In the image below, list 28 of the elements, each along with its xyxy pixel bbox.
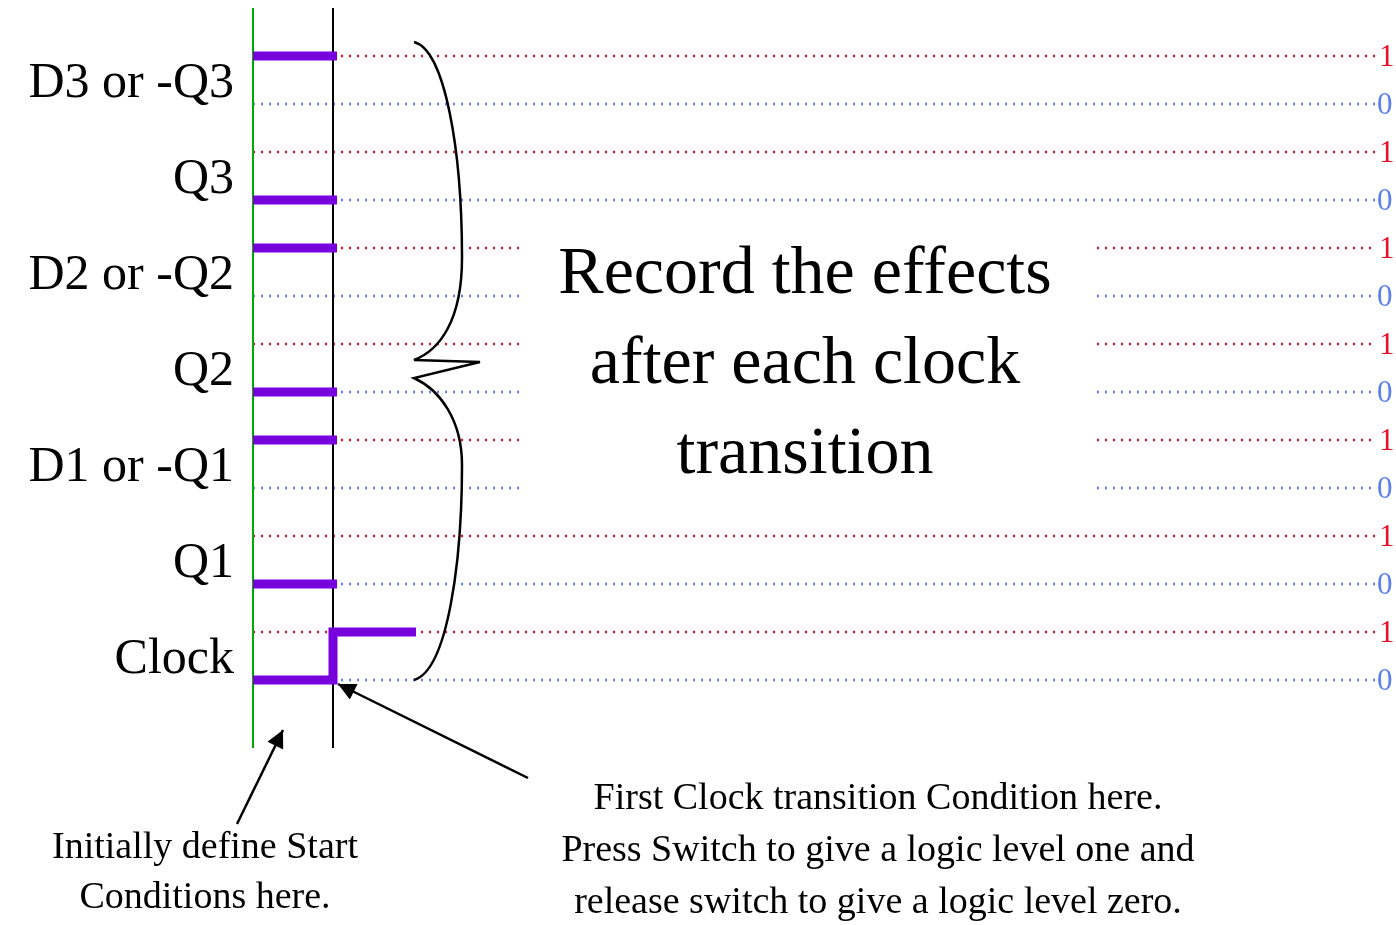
signal-label: Q1 [172, 531, 234, 590]
annotation-text: First Clock transition Condition here. [592, 774, 1164, 819]
logic-level-label: 0 [1377, 662, 1393, 698]
annotation-arrow [337, 682, 529, 780]
logic-level-label: 1 [1379, 422, 1395, 458]
logic-level-label: 0 [1377, 374, 1393, 410]
instruction-text: Record the effects after each clock transition [557, 231, 1053, 490]
signal-label: D1 or -Q1 [28, 435, 234, 494]
annotation-text: Initially define Start Conditions here. [51, 823, 359, 918]
logic-level-label: 1 [1379, 614, 1395, 650]
annotation-text: Press Switch to give a logic level one and release switch to give a logic level zero. [560, 826, 1196, 923]
signal-label: Clock [114, 627, 234, 686]
logic-level-label: 0 [1377, 182, 1393, 218]
logic-level-label: 0 [1377, 566, 1393, 602]
signal-label: D2 or -Q2 [28, 243, 234, 302]
logic-level-label: 1 [1379, 518, 1395, 554]
logic-level-label: 0 [1377, 86, 1393, 122]
logic-level-label: 1 [1379, 326, 1395, 362]
logic-level-label: 1 [1379, 134, 1395, 170]
annotation-arrow [235, 729, 285, 825]
clock-waveform-trace [253, 627, 416, 685]
logic-level-label: 1 [1379, 230, 1395, 266]
signal-label: Q2 [172, 339, 234, 398]
logic-level-label: 1 [1379, 38, 1395, 74]
logic-level-label: 0 [1377, 278, 1393, 314]
signal-label: D3 or -Q3 [28, 51, 234, 110]
logic-level-label: 0 [1377, 470, 1393, 506]
signal-label: Q3 [172, 147, 234, 206]
